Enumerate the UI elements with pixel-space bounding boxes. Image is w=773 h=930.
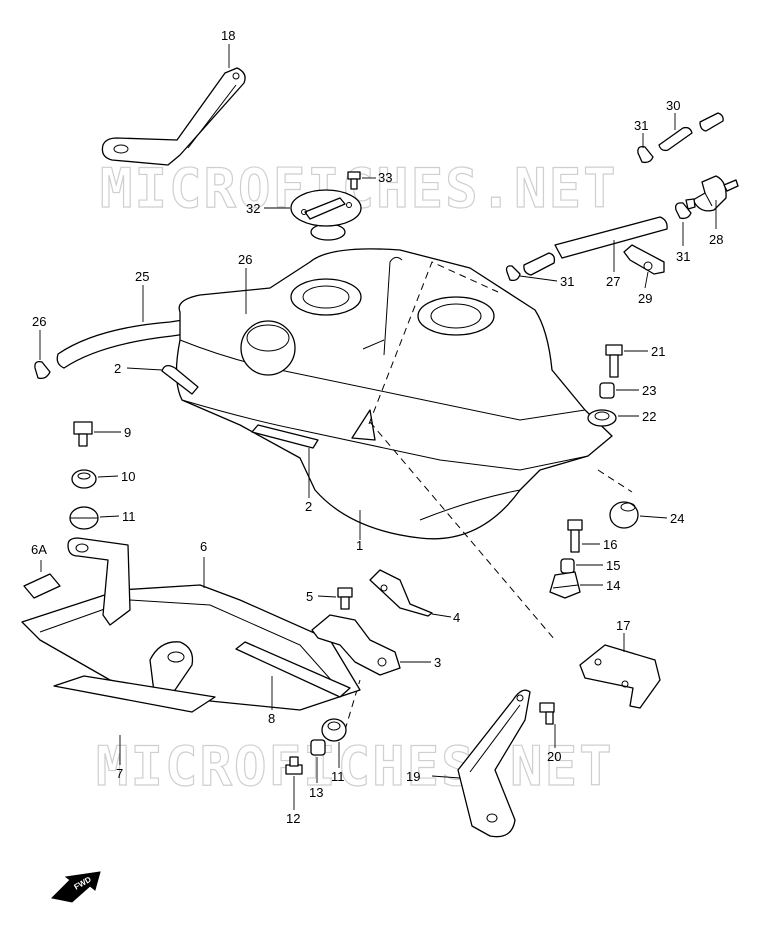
part-4-bracket: [369, 569, 433, 617]
part-1-fuel-tank: [175, 248, 613, 540]
part-11-cushion-lower: [321, 718, 347, 742]
callout-12: 12: [286, 811, 300, 826]
part-6A-label: [23, 573, 61, 599]
callout-9: 9: [124, 425, 131, 440]
callout-11-lower: 11: [331, 769, 345, 784]
leader-lines: [39, 44, 717, 810]
dashed-leader-tank-cap: [368, 261, 499, 425]
watermark-bottom: MICROFICHES.NET: [96, 735, 614, 798]
callout-27: 27: [606, 274, 620, 289]
callout-1: 1: [356, 538, 363, 553]
part-15-collar: [560, 558, 575, 574]
part-8-plate: [235, 641, 351, 698]
dashed-leader-3: [344, 679, 361, 731]
callout-18: 18: [221, 28, 235, 43]
callout-6: 6: [200, 539, 207, 554]
callout-4: 4: [453, 610, 460, 625]
callout-8: 8: [268, 711, 275, 726]
part-28-filter: [685, 175, 739, 212]
part-30-hose: [658, 112, 724, 152]
part-32-cap: [290, 189, 362, 241]
part-21-bolt: [605, 344, 623, 378]
part-31-clamp-top: [637, 145, 654, 164]
part-19-bracket: [457, 689, 531, 838]
callout-26-left: 26: [32, 314, 46, 329]
callout-23: 23: [642, 383, 656, 398]
callout-21: 21: [651, 344, 665, 359]
callout-20: 20: [547, 749, 561, 764]
callout-15: 15: [606, 558, 620, 573]
callout-11-left: 11: [122, 509, 136, 524]
part-24-cushion: [609, 501, 639, 529]
part-31-clamp-mid: [505, 265, 521, 282]
callout-31-mid: 31: [560, 274, 574, 289]
part-22-grommet: [587, 409, 617, 427]
callout-10: 10: [121, 469, 135, 484]
callout-7: 7: [116, 766, 123, 781]
part-3-bracket: [311, 614, 401, 676]
callout-24: 24: [670, 511, 684, 526]
part-29-clip: [623, 244, 665, 275]
callout-31-right: 31: [676, 249, 690, 264]
callout-5: 5: [306, 589, 313, 604]
callout-29: 29: [638, 291, 652, 306]
part-27-hose: [523, 216, 668, 276]
callout-13: 13: [309, 785, 323, 800]
part-9-bolt: [73, 421, 93, 447]
part-20-bolt: [539, 702, 555, 725]
part-10-collar: [71, 469, 97, 489]
part-12-bolt: [285, 756, 303, 775]
part-6-protector: [21, 537, 361, 711]
callout-22: 22: [642, 409, 656, 424]
callout-3: 3: [434, 655, 441, 670]
callout-33: 33: [378, 170, 392, 185]
callout-30: 30: [666, 98, 680, 113]
callout-17: 17: [616, 618, 630, 633]
part-31-clamp-right: [675, 202, 692, 220]
part-2-pad-lower: [251, 424, 319, 449]
part-26-clamp-left: [34, 360, 51, 380]
dashed-leader-24: [597, 469, 633, 493]
part-13-collar: [310, 739, 326, 756]
part-5-bolt: [337, 587, 353, 610]
callout-25: 25: [135, 269, 149, 284]
fwd-arrow-icon: FWD: [50, 871, 101, 903]
callout-31-top: 31: [634, 118, 648, 133]
callout-26-top: 26: [238, 252, 252, 267]
callout-14: 14: [606, 578, 620, 593]
callout-19: 19: [406, 769, 420, 784]
callout-2-left: 2: [114, 361, 121, 376]
part-23-collar: [599, 382, 615, 399]
part-18-bracket: [101, 67, 246, 166]
part-17-bracket: [579, 644, 661, 709]
callout-6A: 6A: [31, 542, 47, 557]
callouts: 18 30 31 33 32 31 28 26 25 26 31 27 29 2…: [31, 28, 723, 826]
callout-2-lower: 2: [305, 499, 312, 514]
part-33-screw: [347, 171, 361, 190]
part-2-pad-left: [161, 364, 199, 395]
part-7-sheet: [53, 675, 216, 713]
part-14-mount: [549, 571, 581, 599]
part-16-bolt: [567, 519, 583, 553]
callout-16: 16: [603, 537, 617, 552]
callout-32: 32: [246, 201, 260, 216]
callout-28: 28: [709, 232, 723, 247]
part-11-cushion-left: [69, 506, 99, 530]
